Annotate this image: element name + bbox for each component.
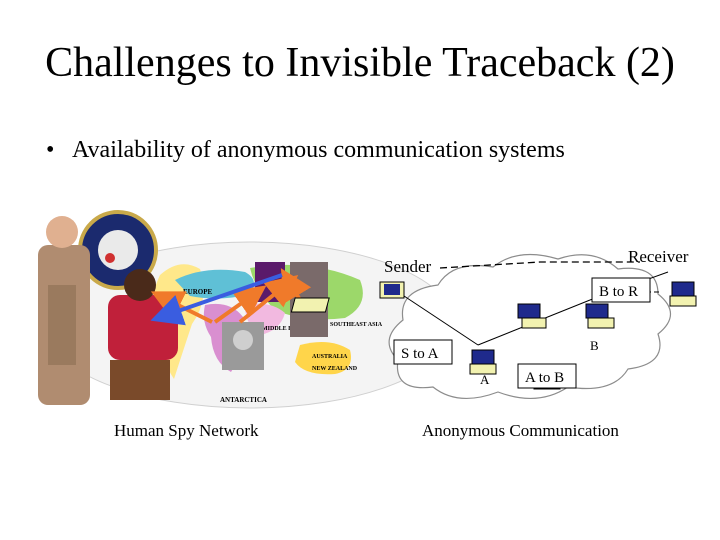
label-receiver: Receiver <box>628 247 689 266</box>
dashed-link-sender-receiver <box>439 261 640 269</box>
map-label-australia: AUSTRALIA <box>312 354 348 360</box>
map-label-europe: EUROPE <box>183 288 213 296</box>
continent-australia <box>295 341 351 375</box>
slide-title: Challenges to Invisible Traceback (2) <box>45 40 675 86</box>
bullet-item: • Availability of anonymous communication… <box>46 136 565 165</box>
label-box-b-to-r <box>591 277 651 303</box>
label-node-b: B <box>590 338 599 353</box>
bullet-marker: • <box>46 137 55 163</box>
map-label-middle-east: MIDDLE EAST <box>262 326 304 332</box>
caption-spy-network: Human Spy Network <box>114 421 259 440</box>
label-s-to-a: S to A <box>401 346 439 362</box>
caption-anonymous-communication: Anonymous Communication <box>422 421 619 440</box>
label-box-a-to-b <box>517 363 577 389</box>
laptop-b <box>585 303 615 329</box>
map-label-southeast-asia: SOUTHEAST ASIA <box>330 322 383 328</box>
laptop-receiver <box>669 281 697 307</box>
link-sender-a <box>397 291 479 346</box>
laptop-top-middle <box>517 303 547 329</box>
label-a-to-b: A to B <box>525 370 564 386</box>
bullet-text: Availability of anonymous communication … <box>72 137 565 163</box>
label-node-a: A <box>480 372 490 387</box>
label-sender: Sender <box>384 257 432 276</box>
arrow-orange-2 <box>213 285 267 324</box>
laptop-a <box>469 349 497 375</box>
arrow-orange-4 <box>280 268 312 304</box>
arrow-blue <box>150 273 283 326</box>
map-label-new-zealand: NEW ZEALAND <box>312 366 358 372</box>
label-b-to-r: B to R <box>599 284 638 300</box>
label-box-s-to-a <box>393 339 453 365</box>
map-label-antarctica: ANTARCTICA <box>220 396 267 404</box>
laptop-sender <box>290 281 405 313</box>
